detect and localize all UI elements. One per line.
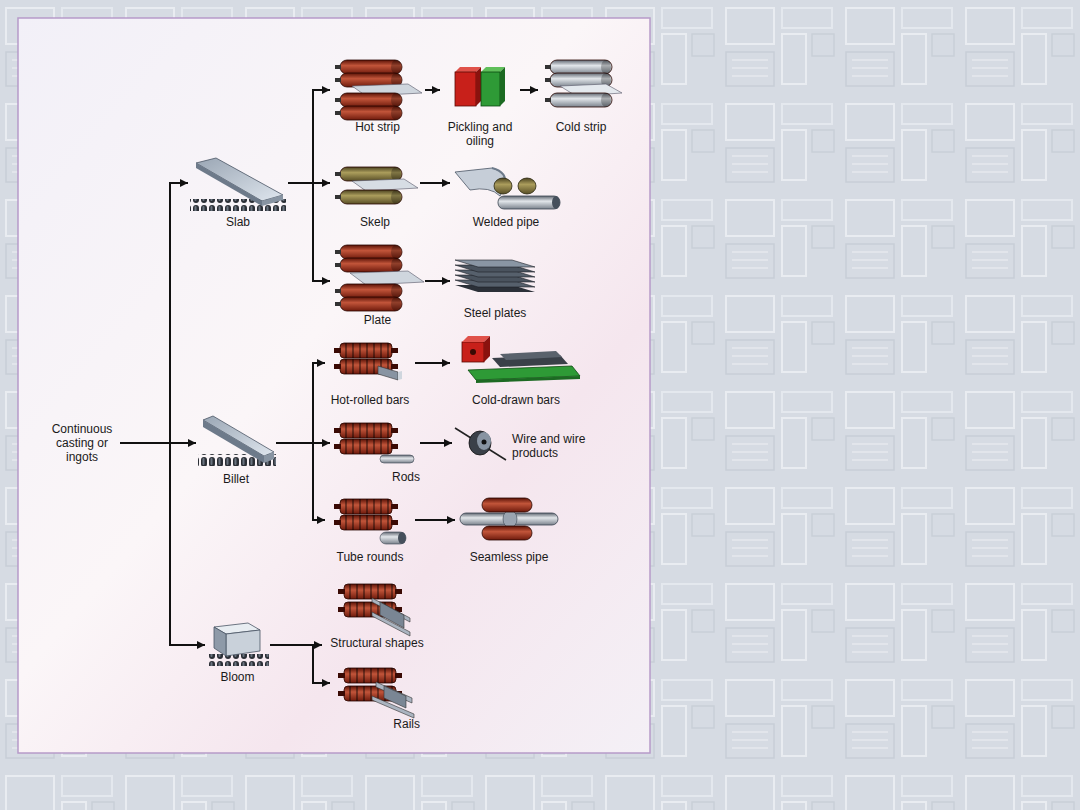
draw-bench	[462, 336, 580, 383]
product-caption: Skelp	[330, 215, 420, 229]
product-caption: Continuous casting or ingots	[44, 422, 120, 464]
flow-arrow	[420, 442, 452, 444]
piercing-mill	[460, 498, 558, 540]
flow-arrow	[415, 362, 450, 364]
flow-arrow	[425, 280, 450, 282]
product-node: Billet	[196, 412, 276, 486]
product-caption: Hot strip	[330, 120, 425, 134]
product-node: Hot-rolled bars	[325, 340, 415, 407]
product-node: Continuous casting or ingots	[44, 422, 120, 464]
hot-strip-mill	[335, 60, 422, 120]
product-node: Structural shapes	[322, 578, 432, 650]
product-caption: Cold-drawn bars	[450, 393, 582, 407]
product-caption: Pickling and oiling	[440, 120, 520, 148]
flow-arrow	[120, 443, 205, 645]
bloom-illustration	[207, 623, 269, 666]
rod-mill	[334, 423, 414, 463]
product-caption: Hot-rolled bars	[325, 393, 415, 407]
pickling-tanks	[455, 67, 505, 106]
structural-mill	[338, 584, 410, 636]
product-node: Plate	[330, 243, 425, 327]
product-caption: Steel plates	[450, 306, 540, 320]
product-node: Seamless pipe	[455, 497, 563, 564]
product-caption: Welded pipe	[450, 215, 562, 229]
tube-round-mill	[334, 499, 406, 544]
product-caption: Cold strip	[538, 120, 624, 134]
plate-mill	[335, 245, 424, 311]
product-node: Rails	[330, 665, 420, 731]
wire-die	[455, 428, 506, 460]
flow-arrow	[276, 363, 325, 443]
flow-arrow	[420, 182, 450, 184]
cold-strip-mill	[545, 60, 622, 107]
product-node: Pickling and oiling	[440, 62, 520, 148]
product-node: Slab	[188, 155, 288, 229]
product-node: Bloom	[205, 620, 270, 684]
product-caption: Tube rounds	[325, 550, 415, 564]
product-caption: Plate	[330, 313, 425, 327]
product-caption: Slab	[188, 215, 288, 229]
product-node: Steel plates	[450, 250, 540, 320]
product-caption: Billet	[196, 472, 276, 486]
product-caption: Wire and wire products	[512, 432, 597, 460]
flow-arrow	[276, 443, 325, 520]
flow-arrow	[270, 645, 330, 683]
product-node: Rods	[330, 420, 420, 484]
steel-plates-stack	[455, 260, 535, 292]
welded-pipe-illustration	[455, 168, 560, 209]
flow-arrow	[288, 183, 330, 281]
product-node: Welded pipe	[450, 163, 562, 229]
billet-illustration	[198, 416, 276, 466]
product-caption: Structural shapes	[322, 636, 432, 650]
flow-arrow	[120, 183, 188, 443]
flow-arrow	[415, 519, 455, 521]
skelp-mill	[335, 167, 418, 204]
slab-illustration	[190, 158, 286, 211]
product-caption: Bloom	[205, 670, 270, 684]
bar-mill	[334, 343, 402, 380]
product-node: Wire and wire products	[452, 420, 597, 465]
product-node: Cold strip	[538, 58, 624, 134]
flow-arrow	[425, 89, 440, 91]
product-caption: Rods	[330, 470, 420, 484]
flow-arrow	[520, 89, 538, 91]
rail-mill	[338, 668, 414, 718]
panel	[18, 18, 650, 753]
product-node: Skelp	[330, 160, 420, 229]
product-caption: Rails	[330, 717, 420, 731]
product-node: Tube rounds	[325, 497, 415, 564]
product-node: Hot strip	[330, 58, 425, 134]
product-caption: Seamless pipe	[455, 550, 563, 564]
product-node: Cold-drawn bars	[450, 333, 582, 407]
flow-arrow	[288, 90, 330, 183]
